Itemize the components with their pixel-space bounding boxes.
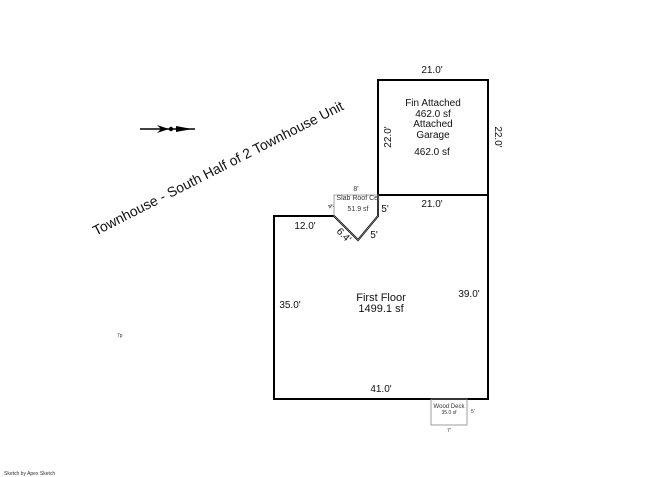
deck-name: Wood Deck — [433, 404, 465, 410]
garage-dim-top: 21.0' — [421, 65, 443, 76]
floor-area: 1499.1 sf — [358, 303, 404, 315]
deck-dim-right: 5' — [471, 409, 475, 415]
garage-name-1: Fin Attached — [405, 98, 461, 109]
slab-area: 51.9 sf — [347, 206, 369, 213]
garage-name-2: Attached — [413, 119, 453, 130]
floor-dim-top-left: 12.0' — [294, 221, 316, 232]
floor-dim-left: 35.0' — [279, 300, 301, 311]
deck-area: 35.0 sf — [441, 410, 457, 416]
footer-credit: Sketch by Apex Sketch — [4, 471, 56, 477]
north-arrow-icon — [140, 125, 195, 133]
floor-dim-right: 39.0' — [458, 289, 480, 300]
slab-name: Slab Roof Cei — [336, 195, 380, 202]
floor-dim-notch: 5' — [370, 230, 378, 241]
garage-area-1: 462.0 sf — [415, 109, 451, 120]
deck-dim-bottom: 7' — [447, 428, 451, 434]
floor-dim-bottom: 41.0' — [370, 384, 392, 395]
garage-dim-left: 22.0' — [383, 126, 394, 148]
garage-dim-right: 22.0' — [492, 126, 503, 148]
garage-dim-bottom: 21.0' — [421, 199, 443, 210]
slab-dim-right: 5' — [381, 204, 389, 215]
garage-name-3: Garage — [416, 130, 450, 141]
slab-roof-outline — [333, 194, 379, 241]
slab-dim-top: 8' — [353, 186, 359, 193]
stray-mark: 7p — [117, 333, 123, 339]
wood-deck-outline — [430, 398, 468, 426]
garage-area-2: 462.0 sf — [414, 147, 450, 158]
floor-name: First Floor — [356, 292, 406, 304]
